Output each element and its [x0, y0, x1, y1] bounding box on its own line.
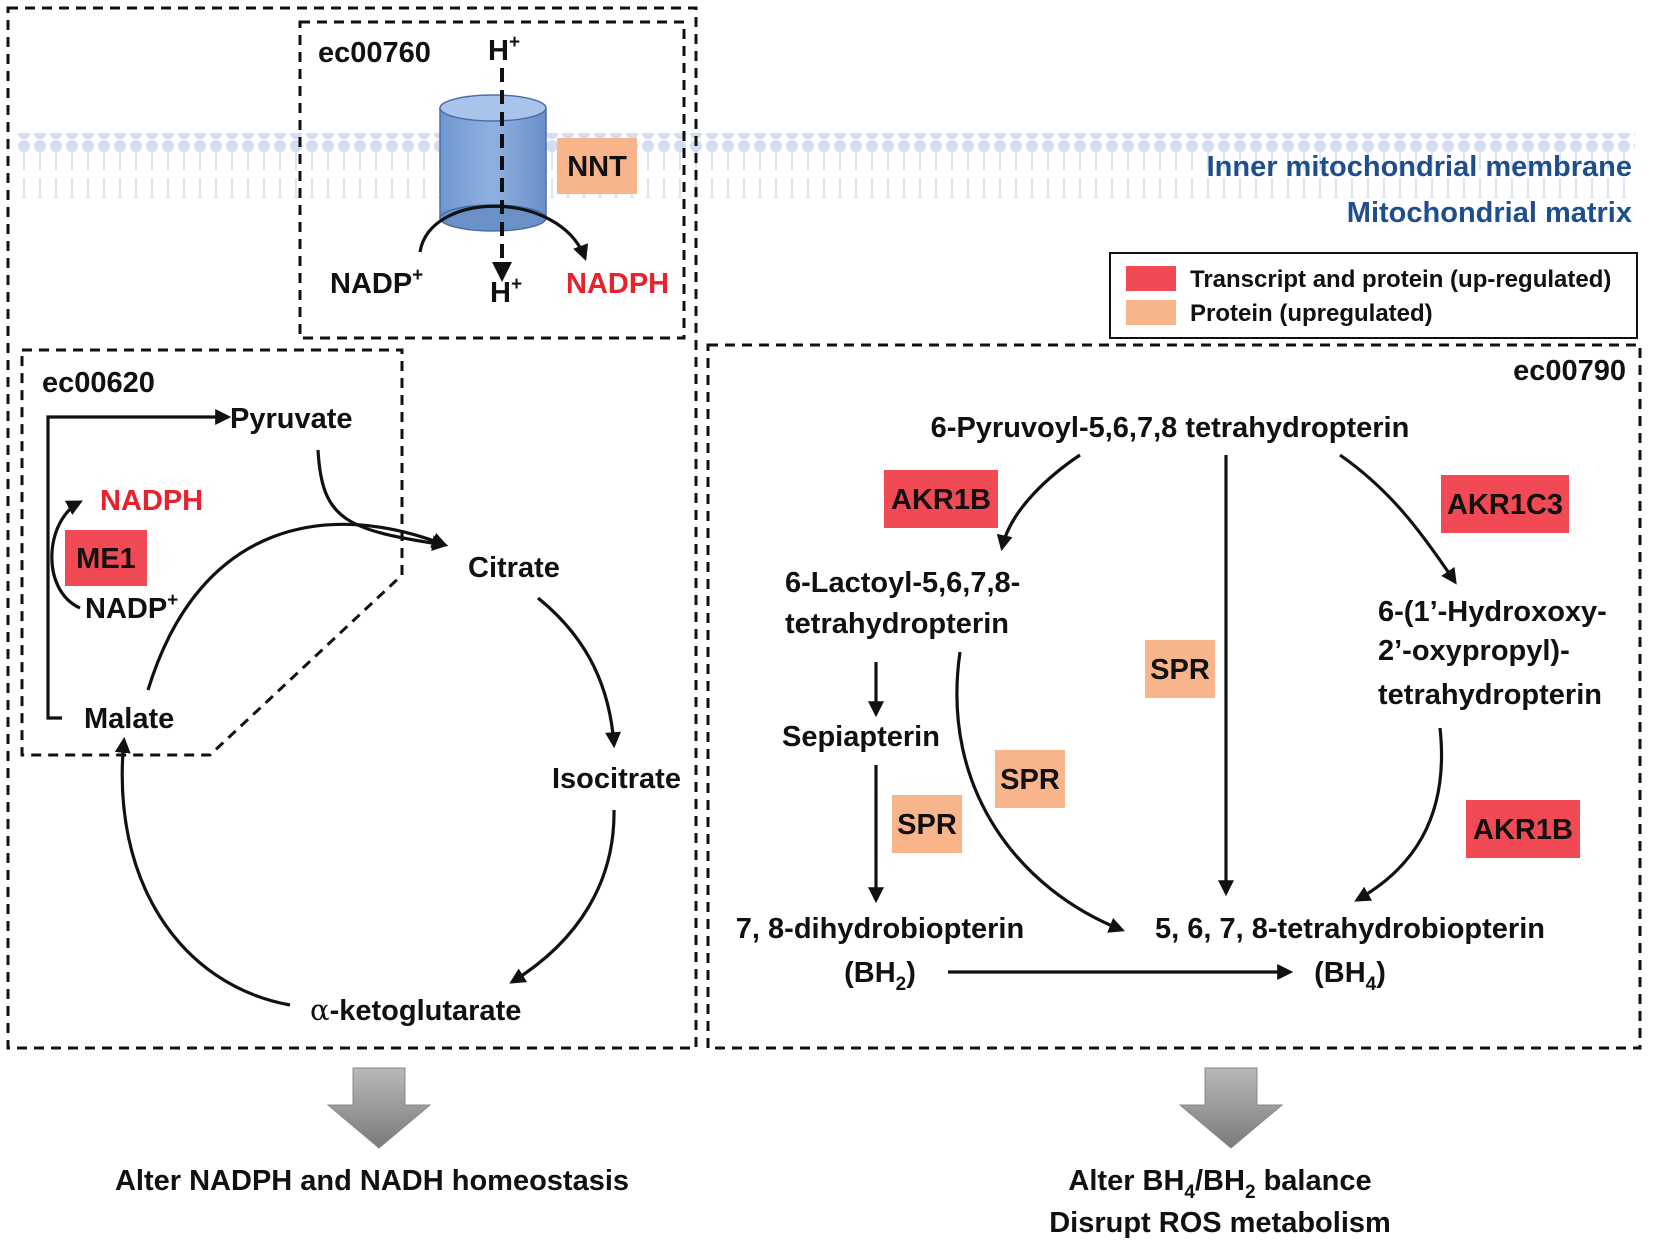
akr1b-left-enzyme-label: AKR1B — [891, 484, 991, 516]
left-outcome-text: Alter NADPH and NADH homeostasis — [115, 1165, 629, 1197]
pyruvate-to-citrate-arrow — [316, 449, 449, 552]
hydroxy-to-bh4-arrow — [1354, 727, 1444, 902]
spr-left-enzyme-label: SPR — [897, 809, 957, 841]
me1-enzyme-box — [65, 530, 147, 586]
right-outcome-line-2: Disrupt ROS metabolism — [1049, 1207, 1391, 1239]
citrate-to-isocitrate-arrow — [536, 596, 622, 749]
spr-center-enzyme-box — [995, 750, 1065, 808]
nnt-enzyme-label: NNT — [567, 151, 627, 183]
lactoyl-line-1: 6-Lactoyl-5,6,7,8- — [785, 567, 1020, 599]
nnt-reaction-arrow — [418, 204, 589, 262]
nadph-product: NADPH — [566, 268, 669, 300]
left-panel-box — [6, 6, 698, 1050]
legend-label-orange: Protein (upregulated) — [1190, 300, 1433, 327]
me1-enzyme-label: ME1 — [76, 543, 136, 575]
spr-center-enzyme-label: SPR — [1000, 764, 1060, 796]
nadph-me1-product: NADPH — [100, 485, 203, 517]
spr-mid-enzyme-label: SPR — [1150, 654, 1210, 686]
isocitrate-label: Isocitrate — [552, 763, 681, 795]
nnt-channel — [439, 94, 547, 232]
inner-membrane-label: Inner mitochondrial membrane — [1207, 151, 1632, 183]
akg-label: α-ketoglutarate — [310, 993, 521, 1027]
left-outcome-arrow — [326, 1067, 432, 1149]
tetrahydrobiopterin-label: 5, 6, 7, 8-tetrahydrobiopterin — [1155, 913, 1545, 945]
ec00790-label: ec00790 — [1513, 355, 1626, 387]
nnt-enzyme-box — [557, 138, 637, 194]
me1-reaction-arrow — [50, 500, 83, 610]
ec00760-box — [298, 20, 686, 340]
proton-bottom: H+ — [490, 274, 522, 309]
spr-mid-enzyme-box — [1145, 640, 1215, 698]
isocitrate-to-akg-arrow — [509, 809, 616, 984]
malate-to-pyruvate-arrow — [46, 409, 232, 720]
bh4-label: (BH4) — [1314, 957, 1386, 995]
sepiapterin-label: Sepiapterin — [782, 721, 940, 753]
akr1c3-enzyme-label: AKR1C3 — [1447, 489, 1563, 521]
malate-label: Malate — [84, 703, 174, 735]
malate-to-citrate-arrow — [146, 522, 448, 691]
pyruvate-label: Pyruvate — [230, 403, 353, 435]
nadp-me1-substrate: NADP+ — [85, 590, 178, 625]
spr-left-enzyme-box — [892, 795, 962, 853]
citrate-label: Citrate — [468, 552, 560, 584]
akr1b-right-enzyme-box — [1466, 800, 1580, 858]
ec00620-label: ec00620 — [42, 367, 155, 399]
akr1b-right-enzyme-label: AKR1B — [1473, 814, 1573, 846]
bh2-label: (BH2) — [844, 957, 916, 995]
ec00620-box — [20, 348, 404, 757]
legend-swatch-orange — [1126, 300, 1176, 325]
ec00760-label: ec00760 — [318, 37, 431, 69]
inner-mitochondrial-membrane — [15, 133, 1635, 198]
hydroxy-line-3: tetrahydropterin — [1378, 679, 1602, 711]
hydroxy-line-2: 2’-oxypropyl)- — [1378, 635, 1570, 667]
right-outcome-line-1: Alter BH4/BH2 balance — [1068, 1165, 1371, 1203]
pyruvoyl-tetrahydropterin: 6-Pyruvoyl-5,6,7,8 tetrahydropterin — [931, 412, 1410, 444]
hydroxy-line-1: 6-(1’-Hydroxoxy- — [1378, 596, 1607, 628]
dihydrobiopterin-label: 7, 8-dihydrobiopterin — [736, 913, 1024, 945]
nadp-substrate: NADP+ — [330, 265, 423, 300]
lactoyl-to-bh4-arrow — [955, 651, 1125, 933]
proton-top: H+ — [488, 32, 520, 67]
right-panel-box — [706, 343, 1642, 1050]
pyruvoyl-to-lactoyl-arrow — [996, 453, 1081, 552]
akr1c3-enzyme-box — [1441, 475, 1569, 533]
legend-label-red: Transcript and protein (up-regulated) — [1190, 266, 1611, 293]
lactoyl-line-2: tetrahydropterin — [785, 608, 1009, 640]
legend-swatch-red — [1126, 266, 1176, 291]
akg-to-malate-arrow — [114, 736, 291, 1007]
matrix-label: Mitochondrial matrix — [1347, 197, 1632, 229]
legend-box — [1109, 252, 1638, 339]
right-outcome-arrow — [1178, 1067, 1284, 1149]
pyruvoyl-to-hydroxy-arrow — [1339, 453, 1457, 585]
akr1b-left-enzyme-box — [884, 470, 998, 528]
